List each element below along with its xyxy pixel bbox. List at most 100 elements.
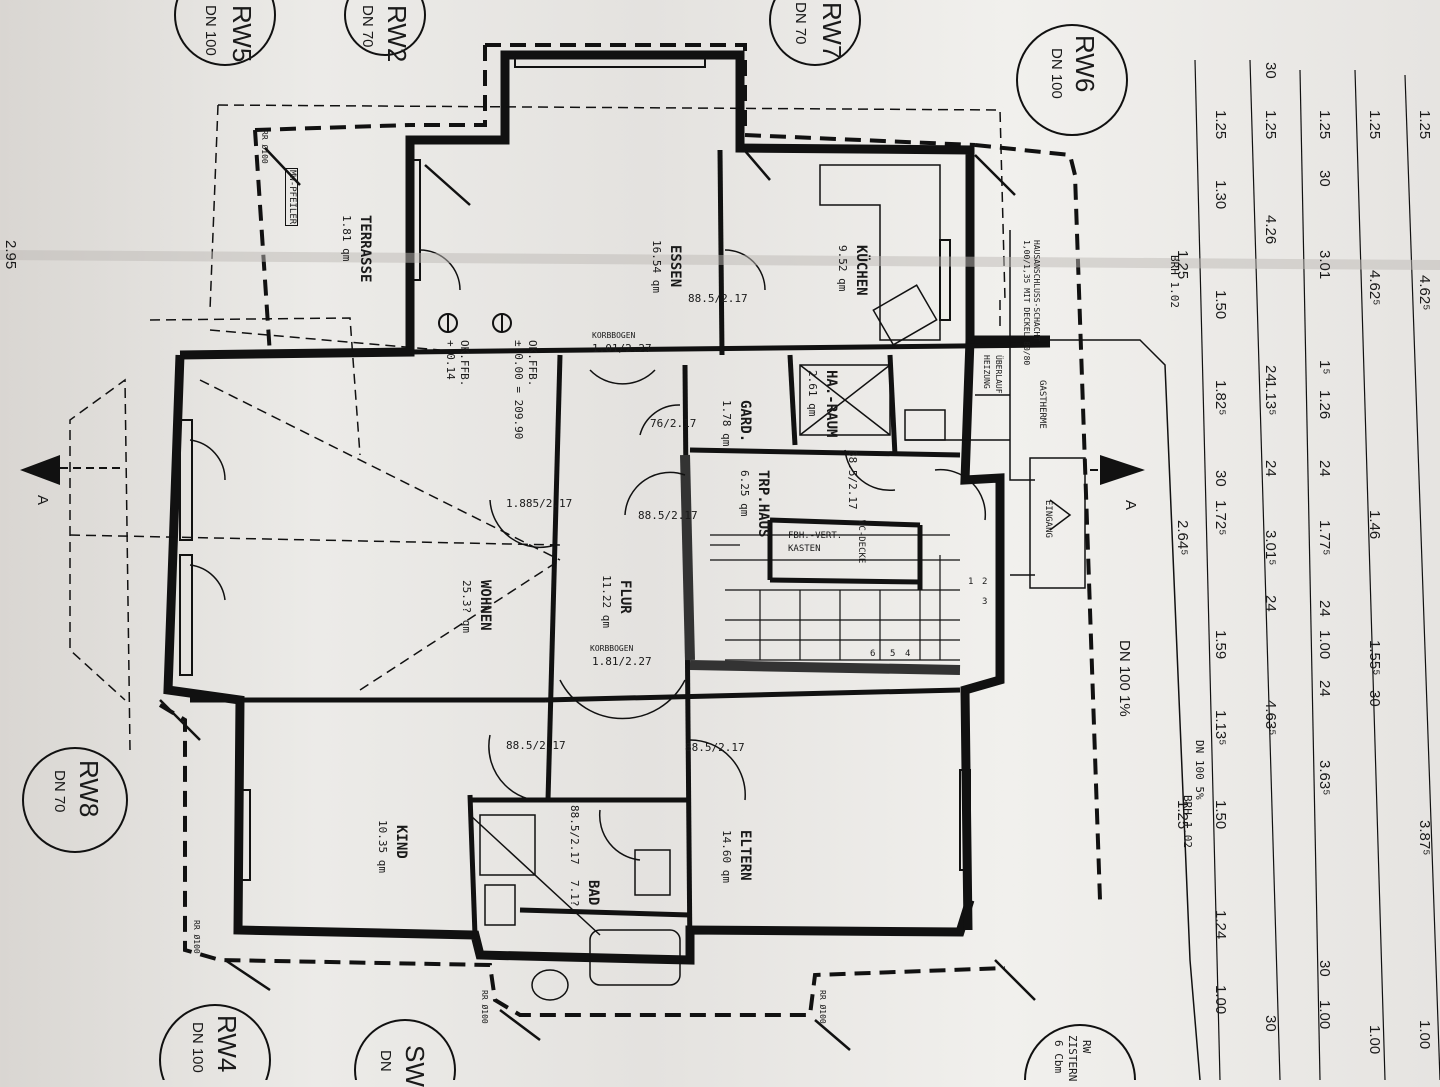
heizung-label-2: HEIZUNG — [982, 355, 991, 389]
dimension-row6-2: 1.25 — [1174, 800, 1191, 830]
dimension-row5-10: 1.00 — [1212, 985, 1229, 1015]
dimension-row3-8: 1.00 — [1316, 630, 1333, 660]
dimension-row4-5: 24 — [1262, 460, 1279, 477]
dimension-row3-6: 1.77⁵ — [1316, 520, 1333, 556]
overhang-outline — [158, 43, 1102, 1017]
dimension-row2-4: 30 — [1366, 690, 1383, 707]
dimension-row2-3: 1.55⁵ — [1366, 640, 1383, 676]
rr-label-3: RR Ø100 — [480, 990, 489, 1024]
dimension-row3-12: 1.00 — [1316, 1000, 1333, 1030]
room-kuechen-area: 9.52 qm — [836, 245, 849, 292]
floor-level-1-label: OK.FFB. — [526, 340, 539, 387]
floor-level-2-value: + 0.14 — [444, 340, 457, 380]
stair-step-2: 2 — [982, 577, 988, 587]
drain-rw4-id: RW4 — [212, 1015, 242, 1073]
door-eltern: 88.5/2.17 — [685, 741, 745, 754]
door-flur-trp: 88.5/2.17 — [638, 509, 698, 522]
hausanschluss-label-1: HAUSANSCHLUSS-SCHACHT — [1032, 240, 1041, 342]
pipe-dn100-1: DN 100 1% — [1116, 640, 1133, 717]
drain-circles — [22, 0, 1136, 1080]
dimension-row5-2: 1.50 — [1212, 290, 1229, 320]
room-bad-area: 7.1? — [568, 880, 581, 907]
room-essen-area: 16.54 qm — [650, 240, 663, 293]
dimension-row6-1: 2.64⁵ — [1174, 520, 1191, 556]
dimension-row5-4: 30 — [1212, 470, 1229, 487]
drain-sw-id: SW — [400, 1045, 430, 1087]
dimension-row2-5: 1.00 — [1366, 1025, 1383, 1055]
dimension-row3-11: 30 — [1316, 960, 1333, 977]
dimension-row5-1: 1.30 — [1212, 180, 1229, 210]
door-swings — [189, 249, 987, 861]
dimension-row3-1: 30 — [1316, 170, 1333, 187]
dimension-row3-2: 3.01 — [1316, 250, 1333, 280]
drain-rw5-id: RW5 — [227, 5, 257, 63]
room-wohnen-name: WOHNEN — [477, 580, 493, 631]
dimension-row1-2: 3.87⁵ — [1416, 820, 1433, 856]
room-trphaus-area: 6.25 qm — [738, 470, 751, 517]
dimension-row2-0: 1.25 — [1366, 110, 1383, 140]
dimension-row4-1: 1.25 — [1262, 110, 1279, 140]
hausanschluss-label-2: 1,00/1,35 MIT DECKEL 80/80 — [1022, 240, 1031, 366]
bath-fixtures — [469, 814, 681, 1001]
room-essen-name: ESSEN — [667, 245, 683, 288]
dimension-row3-9: 24 — [1316, 680, 1333, 697]
dim-2-95: 2.95 — [2, 240, 19, 270]
door-essen-kuechen: 88.5/2.17 — [688, 292, 748, 305]
door-hw: 88.5/2.17 — [846, 450, 859, 510]
rr-label-1: RR Ø100 — [260, 130, 269, 164]
dimension-row5-7: 1.13⁵ — [1212, 710, 1229, 746]
dimension-row1-3: 1.00 — [1416, 1020, 1433, 1050]
room-kuechen-name: KÜCHEN — [853, 245, 869, 296]
dimension-row3-5: 24 — [1316, 460, 1333, 477]
stair-step-4: 4 — [905, 649, 911, 659]
dimension-row3-10: 3.63⁵ — [1316, 760, 1333, 796]
korbbogen-1-size: 1.01/2.27 — [592, 342, 652, 355]
drain-rw7-id: RW7 — [817, 2, 847, 60]
paper-fold — [0, 250, 1440, 270]
entrance-marker — [1029, 457, 1086, 589]
stair-step-6: 6 — [870, 649, 876, 659]
rr-label-2: RR Ø100 — [192, 920, 201, 954]
stair-step-1: 1 — [968, 577, 974, 587]
room-flur-area: 11.22 qm — [600, 575, 613, 628]
door-kind: 88.5/2.17 — [506, 739, 566, 752]
dimension-row3-7: 24 — [1316, 600, 1333, 617]
dimension-row5-9: 1.24 — [1212, 910, 1229, 940]
dimension-row1-1: 4.62⁵ — [1416, 275, 1433, 311]
room-gard-name: GARD. — [737, 400, 753, 443]
door-bad: 88.5/2.17 — [568, 805, 581, 865]
dimension-row5-5: 1.72⁵ — [1212, 500, 1229, 536]
korbbogen-2-size: 1.81/2.27 — [592, 655, 652, 668]
door-wohnen: 1.885/2.17 — [506, 497, 573, 510]
dimension-row1-0: 1.25 — [1416, 110, 1433, 140]
room-terrasse-area: 1.81 qm — [340, 215, 353, 262]
drain-rw7-dn: DN 70 — [792, 2, 809, 45]
room-trphaus-name: TRP.HAUS — [755, 470, 771, 538]
drain-rw8-dn: DN 70 — [51, 770, 68, 813]
section-a-right: A — [1122, 500, 1139, 511]
drain-zisterne-id: RW — [1080, 1040, 1093, 1054]
stair-step-3: 3 — [982, 597, 988, 607]
pfeiler-label: MW-PFEILER — [285, 168, 298, 227]
drain-rw2-id: RW2 — [382, 5, 412, 63]
dimension-row6-0: 1.25 — [1174, 250, 1191, 280]
room-terrasse-name: TERRASSE — [357, 215, 373, 283]
room-flur-name: FLUR — [617, 580, 633, 614]
section-a-left-symbol — [20, 455, 60, 485]
section-a-right-symbol — [1100, 455, 1145, 485]
dimension-row5-0: 1.25 — [1212, 110, 1229, 140]
room-eltern-area: 14.60 qm — [720, 830, 733, 883]
dimension-row4-2: 4.26 — [1262, 215, 1279, 245]
room-wohnen-area: 25.3? qm — [460, 580, 473, 633]
interior-walls — [190, 149, 1051, 961]
drain-sw-dn: DN — [377, 1050, 394, 1072]
gastherme-label: GASTHERME — [1037, 380, 1047, 429]
dimension-row4-9: 30 — [1262, 1015, 1279, 1032]
dimension-row3-0: 1.25 — [1316, 110, 1333, 140]
dimension-row4-6: 3.01⁵ — [1262, 530, 1279, 566]
dimension-row5-8: 1.50 — [1212, 800, 1229, 830]
dimension-row4-8: 4.63⁵ — [1262, 700, 1279, 736]
dimension-row3-4: 1.26 — [1316, 390, 1333, 420]
staircase — [710, 534, 960, 661]
drain-zisterne-line2: ZISTERN — [1066, 1035, 1079, 1082]
